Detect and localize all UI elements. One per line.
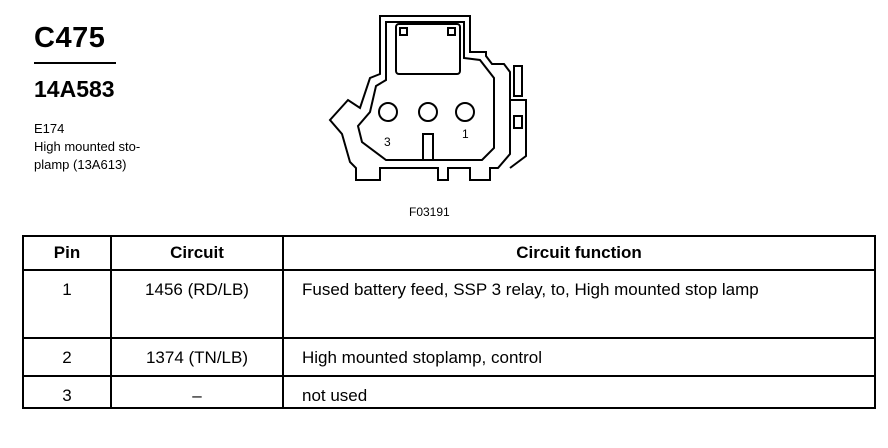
location-code: E174: [34, 121, 65, 136]
figure-id: F03191: [409, 205, 450, 219]
connector-latch: [395, 23, 461, 75]
cell-circuit: 1456 (RD/LB): [110, 269, 284, 339]
table-header-row: Pin Circuit Circuit function: [22, 235, 876, 271]
cell-function: not used: [282, 375, 876, 409]
table-row: 3 – not used: [22, 375, 876, 409]
side-lock-top: [513, 65, 523, 97]
cell-pin: 2: [22, 337, 112, 377]
connector-inner-outline: [356, 21, 495, 161]
connector-meta: E174 High mounted sto- plamp (13A613): [34, 120, 140, 174]
cell-pin: 1: [22, 269, 112, 339]
pin-cavity-3: [378, 102, 398, 122]
pin-label-3: 3: [384, 135, 391, 149]
pin-cavity-2: [418, 102, 438, 122]
cell-function: Fused battery feed, SSP 3 relay, to, Hig…: [282, 269, 876, 339]
pin-label-1: 1: [462, 127, 469, 141]
description-line-1: High mounted sto-: [34, 139, 141, 154]
side-lock-bottom: [513, 115, 523, 129]
table-row: 1 1456 (RD/LB) Fused battery feed, SSP 3…: [22, 269, 876, 339]
side-lock-rail: [509, 99, 527, 169]
pin-table: Pin Circuit Circuit function 1 1456 (RD/…: [22, 235, 876, 409]
part-number: 14A583: [34, 76, 115, 102]
header-circuit: Circuit: [110, 235, 284, 271]
header-pin: Pin: [22, 235, 112, 271]
cell-circuit: 1374 (TN/LB): [110, 337, 284, 377]
cell-function: High mounted stoplamp, control: [282, 337, 876, 377]
pin-cavity-1: [455, 102, 475, 122]
description-line-2: plamp (13A613): [34, 157, 127, 172]
latch-notch-right: [447, 27, 456, 36]
connector-face-diagram: 3 1: [328, 15, 527, 181]
header-circuit-function: Circuit function: [282, 235, 876, 271]
title-underline: [34, 62, 116, 64]
connector-outline: [328, 15, 511, 181]
connector-title: C475: [34, 22, 106, 54]
latch-notch-left: [399, 27, 408, 36]
table-row: 2 1374 (TN/LB) High mounted stoplamp, co…: [22, 337, 876, 377]
key-slot: [422, 133, 434, 160]
cell-circuit: –: [110, 375, 284, 409]
cell-pin: 3: [22, 375, 112, 409]
